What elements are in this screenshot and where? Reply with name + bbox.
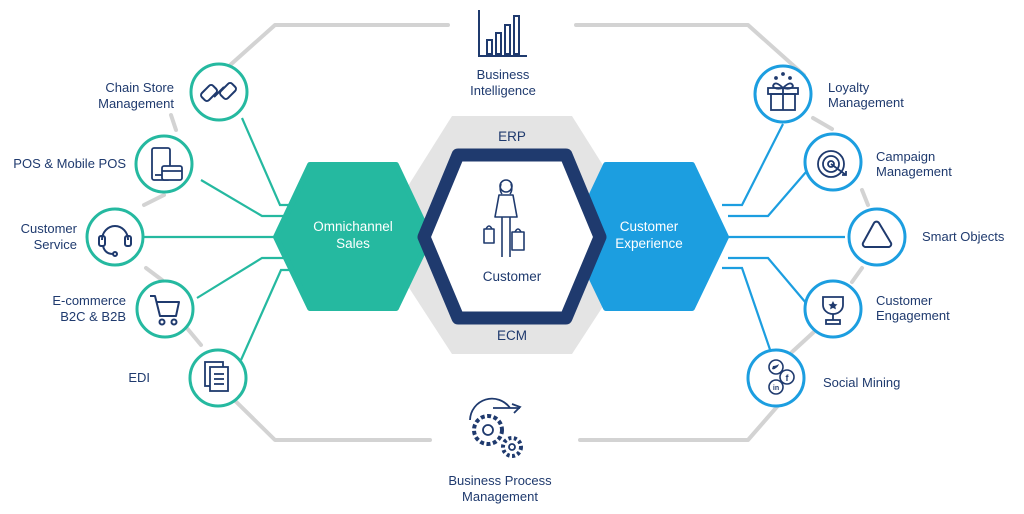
- right-item-2-line2: Management: [876, 164, 952, 179]
- connector-bottom-left: [217, 383, 432, 442]
- svg-text:f: f: [786, 373, 790, 383]
- right-item-1-line1: Loyalty: [828, 80, 870, 95]
- social-icon: f in: [768, 359, 795, 395]
- right-item-smart-objects: Smart Objects: [847, 207, 1005, 267]
- left-item-3-line1: Customer: [21, 221, 78, 236]
- customer-core: ERP ECM Customer: [417, 129, 607, 343]
- pos-terminal-icon: [151, 147, 183, 181]
- left-item-4-line2: B2C & B2B: [60, 309, 126, 324]
- right-hub-line1: Customer: [620, 219, 679, 234]
- svg-text:in: in: [773, 385, 779, 392]
- right-item-2-line1: Campaign: [876, 149, 935, 164]
- right-item-social-mining: f in Social Mining: [746, 348, 900, 408]
- headset-icon: [98, 225, 132, 257]
- triangle-icon: [861, 220, 893, 248]
- right-item-engagement: Customer Engagement: [803, 279, 950, 339]
- chain-link-icon: [200, 82, 237, 102]
- bpm-line1: Business Process: [448, 473, 552, 488]
- left-item-2-line1: POS & Mobile POS: [13, 156, 126, 171]
- bar-chart-icon: [478, 10, 527, 57]
- shopping-cart-icon: [150, 295, 180, 326]
- right-item-campaign: Campaign Management: [803, 132, 952, 192]
- left-item-4-line1: E-commerce: [52, 293, 126, 308]
- gears-icon: [469, 397, 523, 458]
- omnichannel-sales-hub: Omnichannel Sales: [273, 162, 433, 311]
- bi-line2: Intelligence: [470, 83, 536, 98]
- target-icon: [817, 150, 847, 178]
- business-process-management: Business Process Management: [448, 397, 552, 504]
- bpm-line2: Management: [462, 489, 538, 504]
- right-item-loyalty: Loyalty Management: [753, 64, 904, 124]
- award-icon: [822, 296, 844, 325]
- business-intelligence: Business Intelligence: [470, 10, 536, 98]
- left-item-ecommerce: E-commerce B2C & B2B: [52, 279, 195, 339]
- left-item-1-line2: Management: [98, 96, 174, 111]
- left-item-5-line1: EDI: [128, 370, 150, 385]
- left-hub-line1: Omnichannel: [313, 219, 393, 234]
- bi-line1: Business: [477, 67, 530, 82]
- right-item-4-line1: Customer: [876, 293, 933, 308]
- blue-connectors: [722, 123, 845, 371]
- gift-icon: [767, 72, 799, 111]
- erp-label: ERP: [498, 129, 526, 144]
- left-item-customer-service: Customer Service: [21, 207, 145, 267]
- documents-icon: [204, 361, 229, 392]
- left-item-chain-store: Chain Store Management: [98, 62, 249, 122]
- connector-top-right: [574, 23, 806, 77]
- left-item-1-line1: Chain Store: [105, 80, 174, 95]
- right-item-4-line2: Engagement: [876, 308, 950, 323]
- right-item-1-line2: Management: [828, 95, 904, 110]
- ecm-label: ECM: [497, 328, 527, 343]
- left-item-pos: POS & Mobile POS: [13, 134, 194, 194]
- left-item-3-line2: Service: [34, 237, 77, 252]
- right-item-3-line1: Smart Objects: [922, 229, 1005, 244]
- customer-label: Customer: [483, 269, 542, 284]
- left-item-edi: EDI: [128, 348, 248, 408]
- shopper-icon: [483, 179, 525, 257]
- right-item-5-line1: Social Mining: [823, 375, 900, 390]
- left-hub-line2: Sales: [336, 236, 370, 251]
- connector-top-left: [217, 23, 450, 77]
- right-hub-line2: Experience: [615, 236, 683, 251]
